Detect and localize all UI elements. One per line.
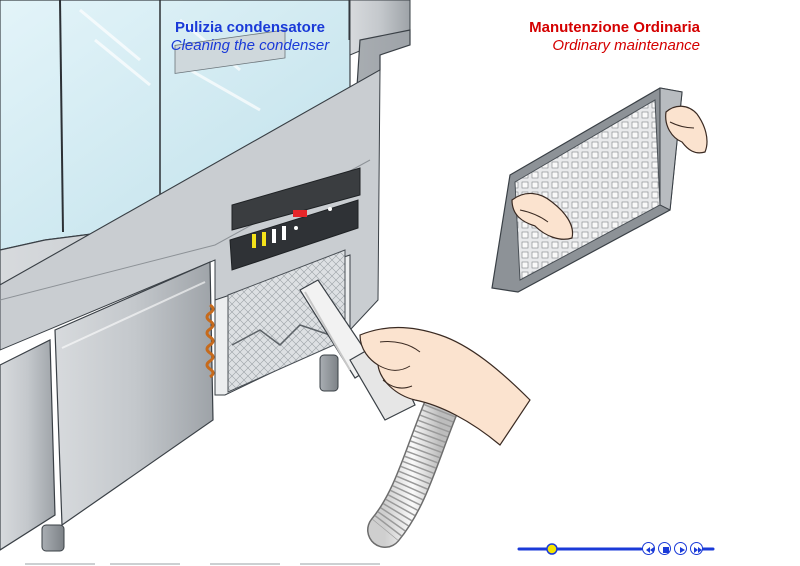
stop-icon: [662, 546, 669, 553]
display-counter: [0, 0, 411, 552]
rewind-button[interactable]: [642, 542, 655, 555]
hand-holding-filter-right: [665, 105, 708, 154]
hand-holding-nozzle: [359, 326, 531, 446]
condenser-caption-it: Pulizia condensatore: [174, 19, 326, 36]
maintenance-caption: Manutenzione Ordinaria Ordinary maintena…: [460, 19, 700, 55]
stop-button[interactable]: [658, 542, 671, 555]
rewind-icon: [645, 546, 654, 553]
filter-grille: [491, 87, 683, 293]
condenser-caption: Pulizia condensatore Cleaning the conden…: [150, 19, 350, 55]
media-player: [516, 538, 716, 560]
forward-icon: [693, 546, 702, 553]
hand-holding-filter-left: [511, 192, 574, 240]
player-track[interactable]: [516, 538, 716, 560]
progress-knob[interactable]: [546, 543, 558, 555]
forward-button[interactable]: [690, 542, 703, 555]
maintenance-caption-it: Manutenzione Ordinaria: [529, 19, 700, 36]
copper-coil: [205, 303, 215, 379]
play-button[interactable]: [674, 542, 687, 555]
play-icon: [679, 546, 685, 553]
maintenance-caption-en: Ordinary maintenance: [552, 37, 700, 54]
condenser-caption-en: Cleaning the condenser: [170, 37, 330, 54]
vacuum-cleaner: [299, 279, 458, 548]
